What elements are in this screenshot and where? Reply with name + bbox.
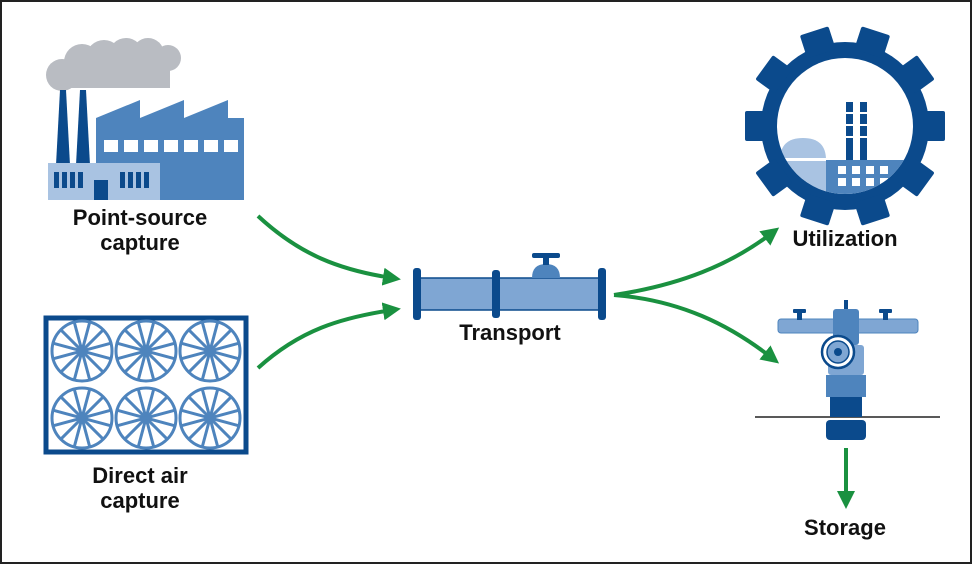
gear-plant-icon: [745, 26, 945, 226]
fan-circle: [50, 386, 114, 450]
fan-blade: [52, 341, 112, 361]
arrow-dac-to-transport: [256, 302, 401, 370]
gear-tooth: [756, 159, 792, 197]
fan-circle: [178, 386, 242, 450]
fan-circle: [178, 319, 242, 383]
arrow-point-to-transport: [256, 214, 401, 286]
fan-blade: [180, 341, 240, 361]
fan-blade: [180, 408, 240, 428]
gear-tooth: [800, 26, 836, 58]
gear-tooth: [898, 55, 934, 93]
gear-tooth: [745, 111, 769, 141]
pipeline-icon: [413, 253, 606, 320]
fan-circle: [114, 319, 178, 383]
arrow-transport-to-storage: [613, 293, 780, 364]
fan-blade: [52, 408, 112, 428]
arrow-transport-to-utilization: [613, 227, 780, 297]
gear-tooth: [921, 111, 945, 141]
transport-label: Transport: [459, 320, 561, 345]
fan-grid-icon: [43, 315, 249, 455]
utilization-label: Utilization: [792, 226, 898, 251]
storage-label: Storage: [804, 515, 886, 540]
point-source-capture-label: Point-source capture: [72, 205, 208, 255]
wellhead-icon: [755, 300, 940, 440]
gear-tooth: [800, 194, 836, 226]
flow-arrows: [256, 214, 855, 509]
fan-circle: [50, 319, 114, 383]
direct-air-capture-label: Direct air capture: [92, 463, 188, 513]
factory-icon: [46, 38, 244, 200]
gear-tooth: [854, 194, 890, 226]
fan-circle: [114, 386, 178, 450]
gear-tooth: [898, 159, 934, 197]
fan-blade: [116, 341, 176, 361]
gear-tooth: [756, 55, 792, 93]
gear-tooth: [854, 26, 890, 58]
fan-blade: [116, 408, 176, 428]
